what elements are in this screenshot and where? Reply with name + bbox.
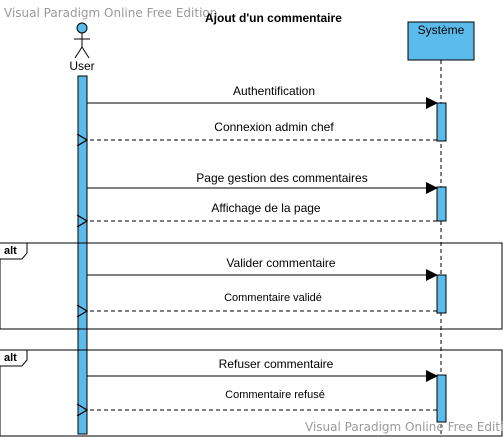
message-label: Page gestion des commentaires — [196, 171, 367, 185]
system-activation-bar — [436, 186, 447, 222]
message-label: Connexion admin chef — [214, 120, 334, 134]
system-activation-bar — [436, 374, 447, 423]
diagram-title: Ajout d'un commentaire — [205, 11, 342, 25]
alt-fragment-tag: alt — [4, 352, 17, 364]
watermark-bottom: Visual Paradigm Online Free Edition — [305, 420, 503, 434]
actor-icon — [74, 22, 90, 59]
alt-fragment-tag: alt — [4, 245, 17, 257]
message-label: Refuser commentaire — [219, 357, 334, 371]
message-label: Commentaire validé — [224, 292, 322, 304]
message-label: Commentaire refusé — [225, 389, 325, 401]
message-label: Authentification — [233, 84, 315, 98]
alt-fragment: alt — [0, 242, 503, 330]
alt-fragment: alt — [0, 349, 503, 437]
system-label: Système — [418, 23, 465, 37]
actor-label: User — [69, 59, 94, 73]
watermark-top: Visual Paradigm Online Free Edition — [4, 6, 217, 20]
message-label: Affichage de la page — [211, 201, 321, 215]
system-header-box — [407, 21, 475, 61]
system-activation-bar — [436, 102, 447, 142]
system-activation-bar — [436, 274, 447, 314]
message-label: Valider commentaire — [226, 256, 335, 270]
actor-activation-bar — [77, 75, 88, 435]
